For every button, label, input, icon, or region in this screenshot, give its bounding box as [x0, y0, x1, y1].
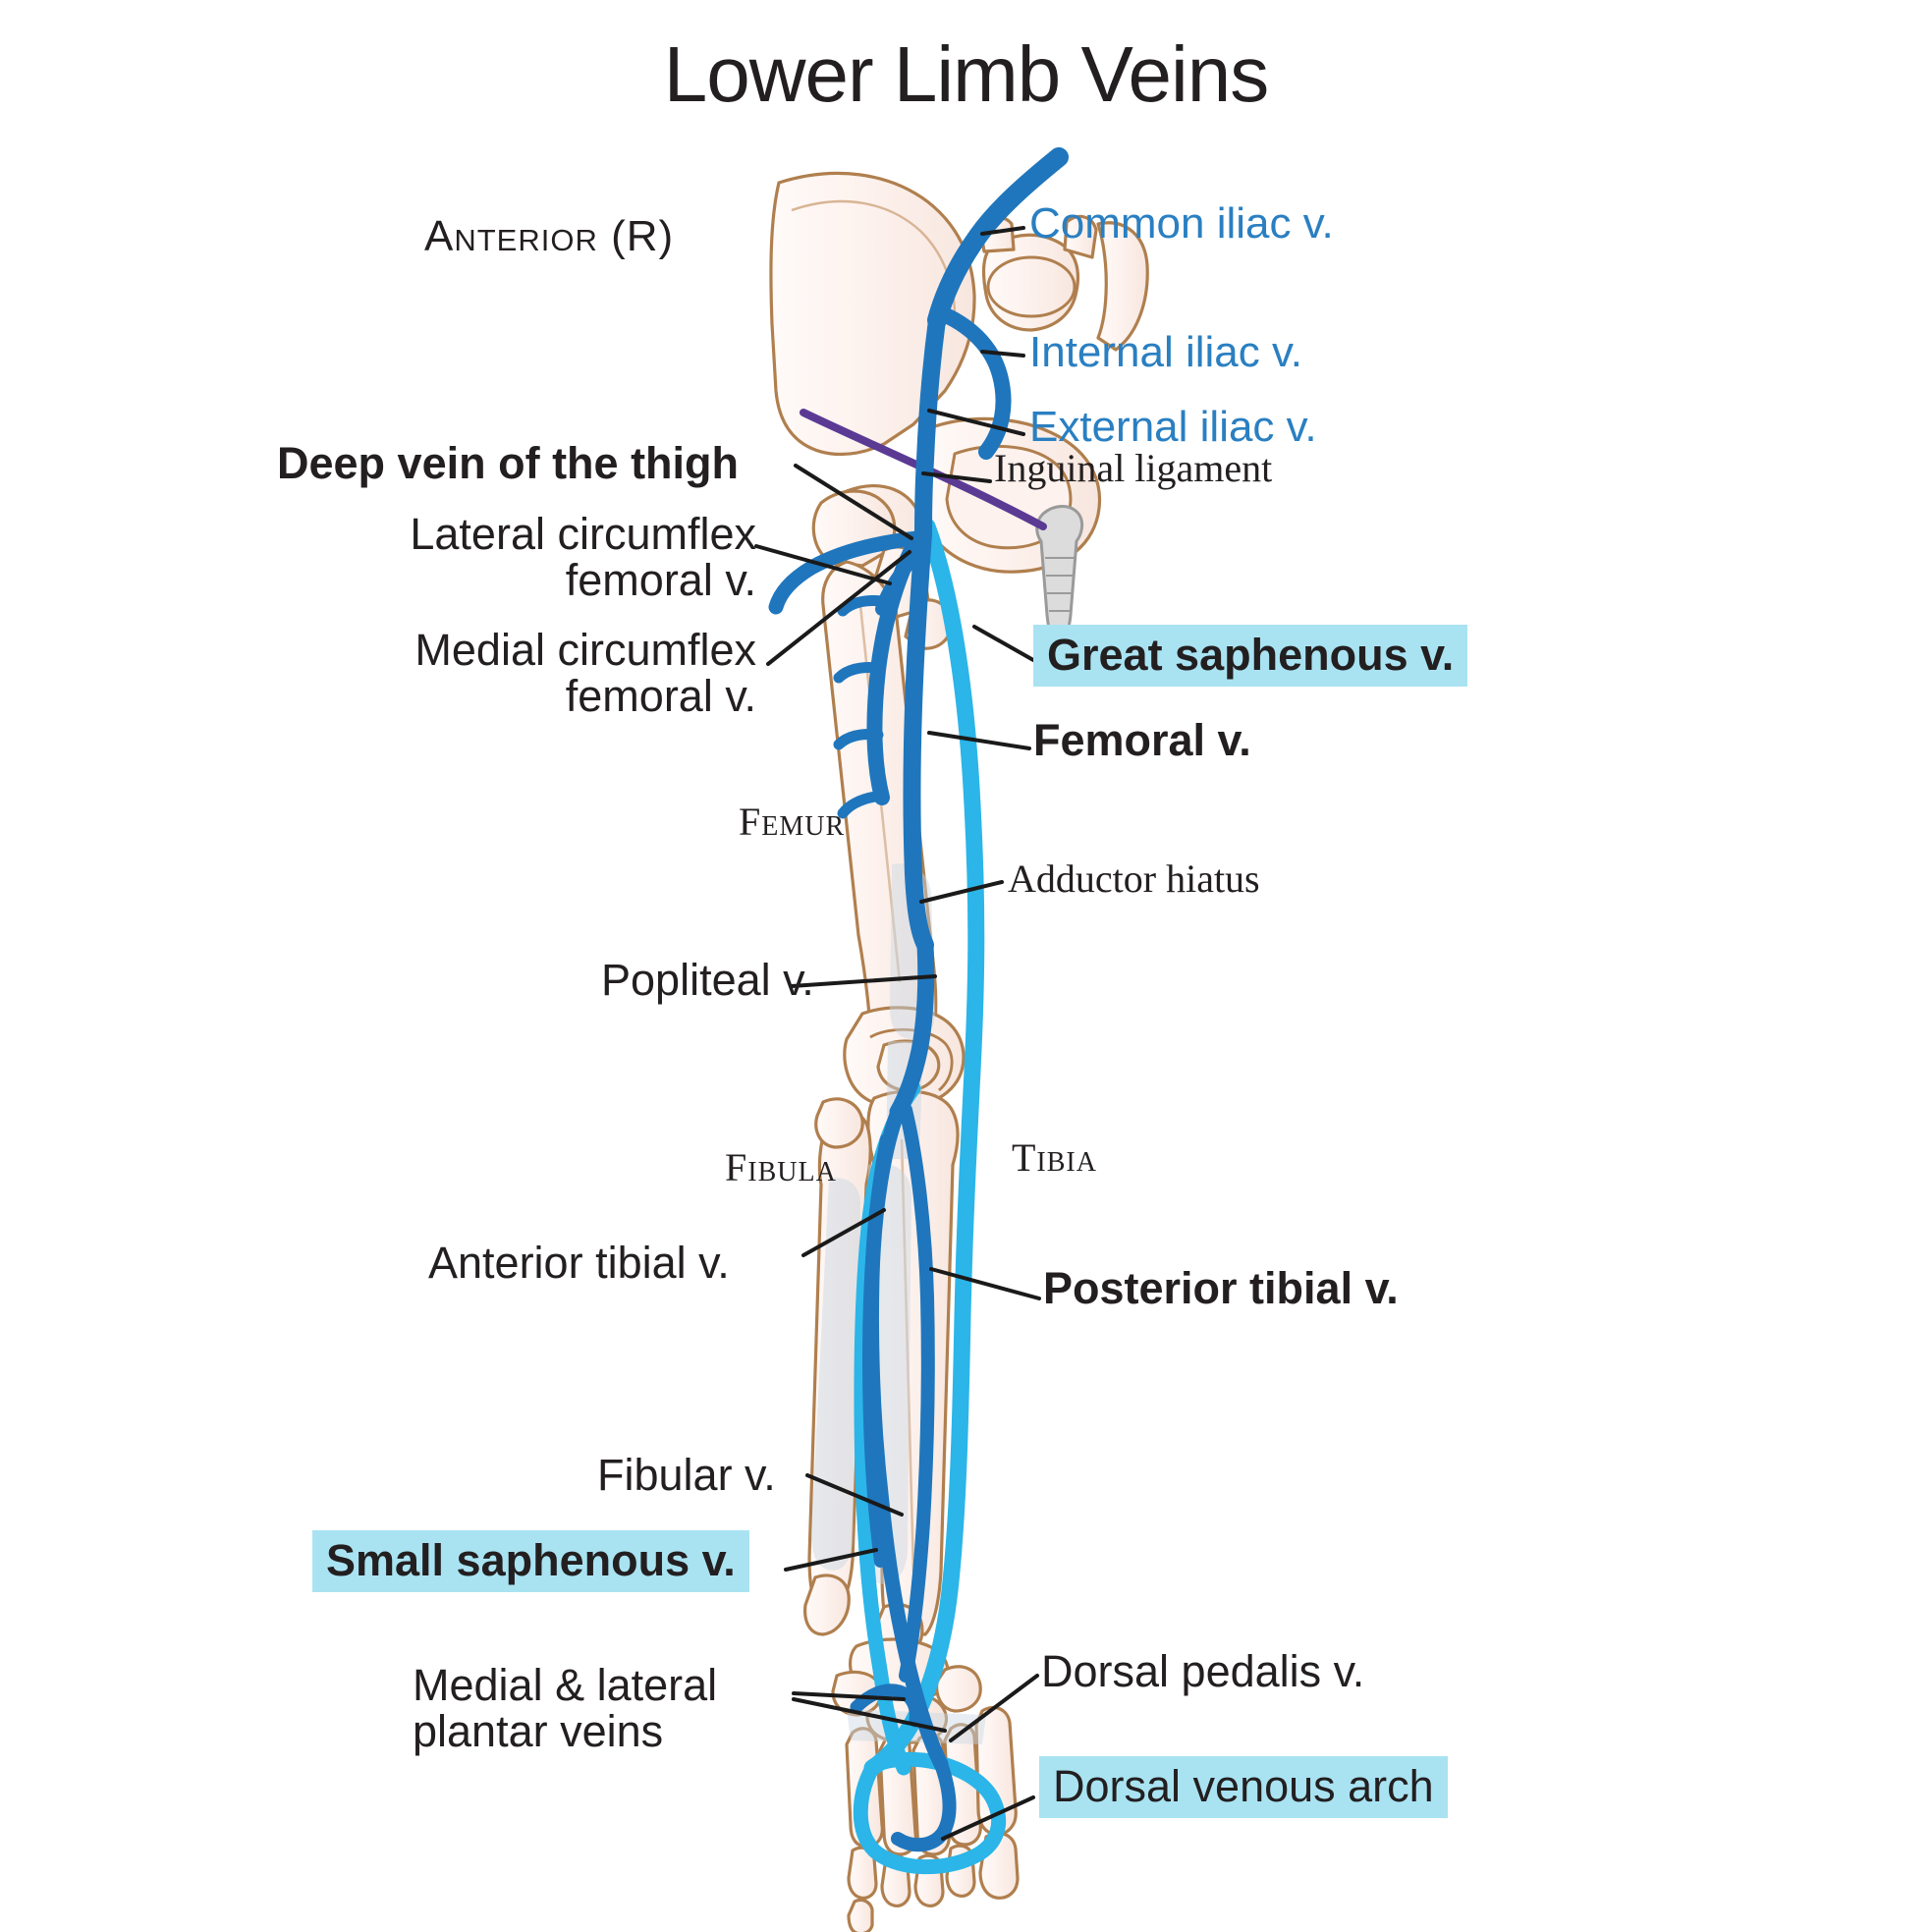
label-line-1: Medial circumflex — [414, 625, 756, 675]
label-great-saphenous-v: Great saphenous v. — [1033, 625, 1468, 688]
label-line-1: Lateral circumflex — [410, 509, 756, 559]
obturator-ring-upper — [986, 255, 1076, 318]
leader-fibular — [805, 1473, 904, 1517]
common-iliac-vein — [927, 147, 1069, 330]
label-femoral-v: Femoral v. — [1033, 715, 1251, 765]
leader-plantar-veins — [792, 1691, 906, 1701]
leader-popliteal — [790, 974, 937, 988]
posterior-tibial-vein — [899, 1103, 935, 1683]
leader-inguinal-ligament — [921, 471, 992, 483]
leader-external-iliac — [927, 409, 1025, 436]
label-deep-vein-of-the-thigh: Deep vein of the thigh — [277, 438, 740, 488]
label-line-2: femoral v. — [565, 555, 756, 606]
label-tibia: Tibia — [1012, 1135, 1097, 1180]
leader-anterior-tibial — [801, 1208, 886, 1257]
fibula-head — [814, 1097, 864, 1149]
label-fibula: Fibula — [725, 1145, 837, 1189]
inguinal-ligament-line — [800, 409, 1047, 530]
leader-dorsal-venous-arch — [941, 1795, 1035, 1841]
label-common-iliac-v: Common iliac v. — [1029, 199, 1334, 248]
leader-deep-vein-thigh — [794, 464, 913, 540]
internal-iliac-vein — [931, 304, 1012, 460]
leader-adductor-hiatus — [919, 880, 1004, 904]
label-dorsal-pedalis-v: Dorsal pedalis v. — [1041, 1646, 1365, 1696]
label-femur: Femur — [739, 800, 846, 844]
leader-lateral-circumflex — [754, 544, 892, 585]
label-line-2: plantar veins — [413, 1706, 664, 1757]
label-adductor-hiatus: Adductor hiatus — [1008, 856, 1260, 901]
label-internal-iliac-v: Internal iliac v. — [1029, 328, 1302, 376]
lateral-condyle — [869, 1027, 954, 1092]
fibular-compartment — [811, 1178, 860, 1571]
label-lateral-circumflex-femoral-v: Lateral circumflex femoral v. — [275, 511, 756, 604]
lateral-circumflex-femoral-vein — [768, 530, 925, 615]
leader-plantar-veins-2 — [792, 1697, 947, 1733]
tibia-crest — [900, 1138, 915, 1573]
great-saphenous-vein — [863, 518, 985, 1777]
label-popliteal-v: Popliteal v. — [601, 955, 814, 1005]
dorsal-pedalis-vein — [891, 1757, 957, 1852]
page-title: Lower Limb Veins — [663, 30, 1269, 118]
medial-circumflex-femoral-vein — [875, 543, 926, 616]
leader-internal-iliac — [980, 350, 1025, 358]
leader-common-iliac — [980, 226, 1025, 236]
lateral-malleolus — [803, 1573, 851, 1636]
sacral-ala-right — [1063, 214, 1098, 259]
femoral-vein — [903, 525, 934, 954]
label-dorsal-venous-arch: Dorsal venous arch — [1039, 1756, 1448, 1819]
label-small-saphenous-v: Small saphenous v. — [312, 1530, 749, 1593]
leader-posterior-tibial — [929, 1267, 1041, 1300]
label-inguinal-ligament: Inguinal ligament — [994, 446, 1273, 490]
leader-great-saphenous — [972, 625, 1035, 662]
leader-medial-circumflex — [766, 550, 911, 666]
sacrum-lateral-wing — [1096, 221, 1149, 352]
label-medial-lateral-plantar-veins: Medial & lateral plantar veins — [413, 1662, 717, 1755]
label-posterior-tibial-v: Posterior tibial v. — [1043, 1263, 1399, 1313]
label-fibular-v: Fibular v. — [597, 1450, 776, 1500]
label-medial-circumflex-femoral-v: Medial circumflex femoral v. — [275, 627, 756, 720]
leader-small-saphenous — [784, 1548, 878, 1572]
external-iliac-vein — [914, 311, 946, 543]
orientation-label: Anterior (R) — [424, 212, 675, 260]
label-external-iliac-v: External iliac v. — [1029, 403, 1317, 451]
sacrum-bone — [981, 233, 1080, 332]
label-anterior-tibial-v: Anterior tibial v. — [428, 1238, 730, 1288]
leader-dorsal-pedalis — [949, 1674, 1039, 1742]
label-line-1: Medial & lateral — [413, 1660, 718, 1710]
dorsal-venous-arch — [853, 1751, 1007, 1875]
label-line-2: femoral v. — [565, 671, 756, 722]
leader-femoral-v — [927, 731, 1031, 750]
leader-lines — [754, 226, 1041, 1841]
